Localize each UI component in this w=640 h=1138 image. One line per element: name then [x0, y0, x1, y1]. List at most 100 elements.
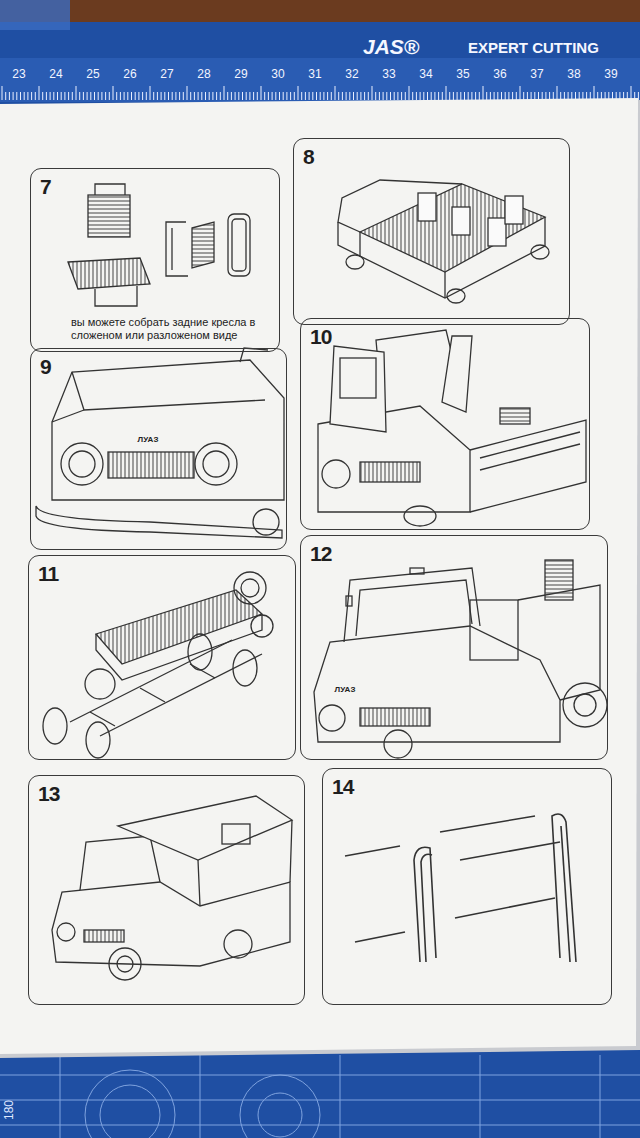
ruler-ticks [209, 92, 210, 100]
ruler-ticks [520, 86, 521, 100]
paper-sheet [0, 98, 640, 1058]
ruler-ticks [172, 92, 173, 100]
ruler-ticks [457, 92, 458, 100]
step-panel: 13 [28, 775, 305, 1005]
step-panel: 8 [293, 138, 570, 325]
step-12-car [356, 580, 472, 636]
mat-grid [85, 1070, 175, 1138]
ruler-ticks [20, 92, 21, 100]
ruler-ticks [146, 92, 147, 100]
ruler-number: 39 [604, 68, 617, 80]
step-12-car [319, 705, 345, 731]
ruler-ticks [168, 92, 169, 100]
step-panel: 9 [30, 348, 287, 550]
ruler-ticks [42, 92, 43, 100]
ruler-ticks [64, 92, 65, 100]
step-13-canopy [80, 836, 160, 890]
mat-grid [0, 1100, 640, 1101]
mat-grid [100, 1085, 160, 1138]
step-10-doors [480, 432, 580, 470]
ruler-ticks [227, 92, 228, 100]
ruler-ticks [390, 92, 391, 100]
step-7-seats [88, 195, 130, 237]
ruler-ticks [279, 92, 280, 100]
ruler-number: 33 [382, 68, 395, 80]
ruler-ticks [527, 92, 528, 100]
ruler-number: 26 [123, 68, 136, 80]
step-9-front [108, 452, 194, 478]
step-13-canopy [84, 930, 124, 942]
ruler-ticks [298, 86, 299, 100]
ruler-ticks [113, 86, 114, 100]
step-14-rods [460, 842, 560, 860]
step-11-chassis [90, 664, 215, 726]
ruler-ticks [161, 92, 162, 100]
step-11-chassis [251, 615, 273, 637]
ruler-number: 27 [160, 68, 173, 80]
ruler-ticks [342, 92, 343, 100]
step-panel: 10 [300, 318, 590, 530]
ruler-ticks [357, 92, 358, 100]
brand-logo: JAS® [363, 36, 419, 57]
ruler-ticks [531, 92, 532, 100]
ruler-ticks [257, 92, 258, 100]
step-7-seats [68, 258, 150, 289]
step-12-car [563, 683, 607, 727]
step-number: 7 [40, 176, 51, 197]
step-14-rods [455, 898, 555, 918]
step-12-car [360, 708, 430, 726]
ruler-ticks [312, 92, 313, 100]
ruler-ticks [264, 92, 265, 100]
step-13-canopy [224, 930, 252, 958]
background [0, 0, 640, 22]
step-12-car [346, 596, 352, 606]
ruler-ticks [5, 92, 6, 100]
step-14-rods [440, 816, 535, 832]
ruler-ticks [349, 92, 350, 100]
ruler-ticks [101, 92, 102, 100]
ruler-ticks [516, 92, 517, 100]
ruler-ticks [594, 86, 595, 100]
mat-grid [258, 1093, 302, 1137]
ruler-ticks [242, 92, 243, 100]
ruler-number: 24 [49, 68, 62, 80]
step-10-doors [360, 462, 420, 482]
mat-grid [240, 1075, 320, 1138]
ruler-ticks [460, 92, 461, 100]
ruler-ticks [505, 92, 506, 100]
step-8-body [338, 180, 549, 303]
ruler-ticks [368, 92, 369, 100]
ruler-ticks [50, 92, 51, 100]
ruler-ticks [523, 92, 524, 100]
ruler-ticks [353, 92, 354, 100]
ruler-number: 29 [234, 68, 247, 80]
ruler-ticks [372, 86, 373, 100]
paper-sheet [0, 98, 638, 1054]
ruler-ticks [220, 92, 221, 100]
ruler-number: 37 [530, 68, 543, 80]
ruler-ticks [39, 86, 40, 100]
step-8-body [531, 245, 549, 259]
step-11-chassis [43, 572, 273, 758]
ruler-ticks [57, 92, 58, 100]
step-8-body [452, 207, 470, 235]
ruler-ticks [379, 92, 380, 100]
step-13-canopy [109, 948, 141, 980]
ruler-ticks [409, 86, 410, 100]
ruler-ticks [412, 92, 413, 100]
step-13-canopy [118, 796, 292, 860]
ruler-ticks [187, 86, 188, 100]
ruler-ticks [190, 92, 191, 100]
ruler-ticks [475, 92, 476, 100]
step-9-front [52, 360, 284, 500]
ruler-ticks [490, 92, 491, 100]
ruler-ticks [2, 86, 638, 100]
step-9-front [69, 451, 95, 477]
step-11-chassis [43, 708, 67, 744]
ruler-ticks [545, 92, 546, 100]
mat-grid [0, 1125, 640, 1126]
step-8-body [338, 180, 462, 232]
ruler-ticks [13, 92, 14, 100]
mat-grid [480, 1055, 481, 1138]
